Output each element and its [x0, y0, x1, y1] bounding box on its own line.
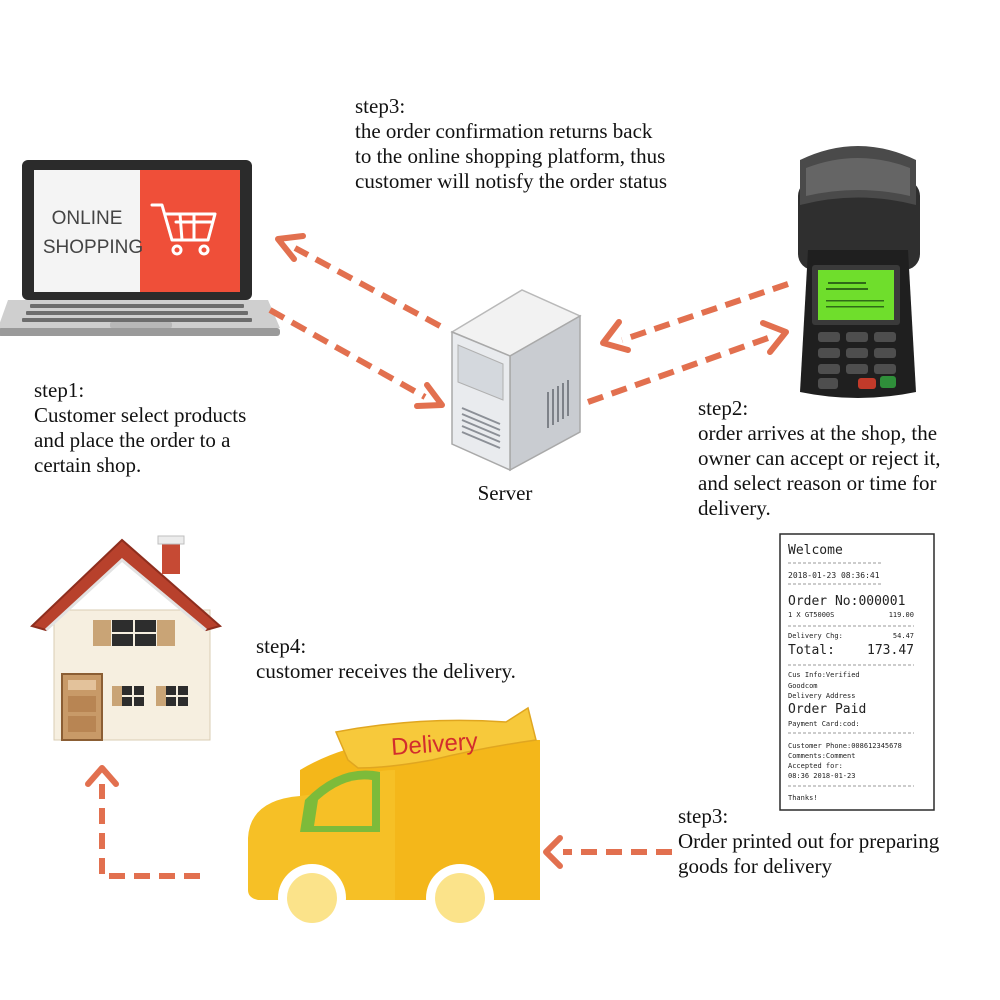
receipt-accepted-time: 08:36 2018-01-23	[788, 772, 855, 780]
arrowhead-at-truck	[543, 835, 563, 869]
receipt-total-label: Total:	[788, 643, 835, 658]
receipt-paid: Order Paid	[788, 702, 866, 717]
step1-line: Customer select products	[34, 403, 247, 427]
server-label: Server	[478, 481, 533, 505]
arrowhead-at-server-left	[414, 382, 445, 409]
receipt-item: 1 X GT5000S	[788, 611, 834, 619]
step3-bottom-line: goods for delivery	[678, 854, 832, 878]
step3-top-title: step3:	[355, 94, 406, 118]
step1-line: certain shop.	[34, 453, 142, 477]
receipt-icon	[779, 533, 935, 811]
terminal-screen	[818, 270, 894, 320]
receipt-comments: Comments:Comment	[788, 752, 855, 760]
step2-text: step2: order arrives at the shop, the ow…	[698, 396, 941, 521]
arrowhead-at-server-right	[600, 319, 631, 353]
step3-top-line: the order confirmation returns back	[355, 119, 653, 143]
step1-title: step1:	[34, 378, 85, 402]
receipt-name: Goodcom	[788, 682, 818, 690]
receipt-phone: Customer Phone:008612345678	[788, 742, 902, 750]
step4-line: customer receives the delivery.	[256, 659, 516, 683]
receipt-datetime: 2018-01-23 08:36:41	[788, 571, 880, 580]
step3-top-text: step3: the order confirmation returns ba…	[355, 94, 667, 194]
arrowhead-at-terminal	[760, 320, 789, 355]
step4-title: step4:	[256, 634, 307, 658]
receipt-total-value: 173.47	[867, 643, 914, 658]
step2-line: delivery.	[698, 496, 771, 520]
receipt-delivery-value: 54.47	[893, 632, 914, 640]
receipt-delivery-label: Delivery Chg:	[788, 632, 843, 640]
arrowhead-at-house	[85, 765, 119, 787]
delivery-banner-text: Delivery	[390, 728, 478, 761]
step3-top-line: to the online shopping platform, thus	[355, 144, 666, 168]
server-icon	[450, 289, 582, 472]
step3-bottom-line: Order printed out for preparing	[678, 829, 940, 853]
step3-bottom-title: step3:	[678, 804, 729, 828]
step3-bottom-text: step3: Order printed out for preparing g…	[678, 804, 939, 879]
receipt-welcome: Welcome	[788, 543, 843, 558]
laptop-screen-accent	[140, 170, 240, 292]
arrow-server-to-laptop	[293, 245, 442, 329]
receipt-address: Delivery Address	[788, 692, 855, 700]
receipt-item-price: 119.00	[889, 611, 914, 619]
step3-top-line: customer will notisfy the order status	[355, 169, 668, 193]
receipt-accepted: Accepted for:	[788, 762, 843, 770]
step2-title: step2:	[698, 396, 749, 420]
laptop-screen-line1: ONLINE	[52, 208, 123, 229]
step2-line: order arrives at the shop, the	[698, 421, 938, 445]
arrow-laptop-to-server	[268, 307, 427, 400]
step1-text: step1: Customer select products and plac…	[34, 378, 246, 478]
step4-text: step4: customer receives the delivery.	[256, 634, 516, 684]
step1-line: and place the order to a	[34, 428, 231, 452]
shopping-cart-icon	[150, 203, 217, 256]
house-icon	[30, 535, 223, 741]
arrow-server-to-terminal	[586, 335, 770, 405]
pos-terminal-icon	[798, 146, 920, 398]
delivery-truck-icon	[248, 738, 540, 932]
receipt-thanks: Thanks!	[788, 794, 818, 802]
arrowhead-at-laptop	[275, 233, 306, 262]
step2-line: and select reason or time for	[698, 471, 937, 495]
delivery-banner: Delivery	[334, 706, 537, 769]
receipt-cus-info: Cus Info:Verified	[788, 671, 860, 679]
laptop-icon: ONLINE SHOPPING	[0, 160, 280, 336]
laptop-screen-line2: SHOPPING	[43, 237, 143, 258]
arrow-terminal-to-server	[621, 281, 789, 343]
step2-line: owner can accept or reject it,	[698, 446, 941, 470]
receipt-order-no: Order No:000001	[788, 594, 905, 609]
arrow-truck-to-house	[99, 784, 200, 879]
receipt-payment: Payment Card:cod:	[788, 720, 860, 728]
